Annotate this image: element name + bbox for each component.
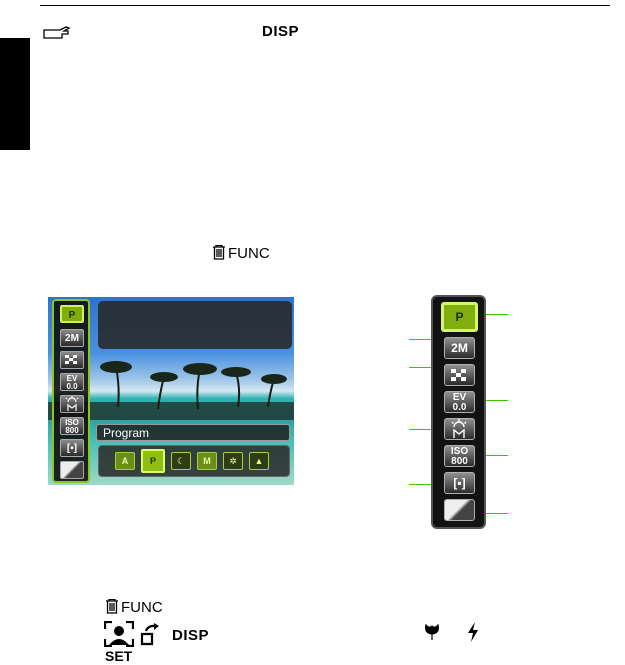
mode-program-icon[interactable]: P — [141, 449, 165, 473]
scene-mode-strip: A P ☾ M ✲ ▲ — [98, 445, 290, 477]
footer-func-label: FUNC — [121, 599, 163, 616]
mode-landscape-icon[interactable]: ▲ — [249, 452, 269, 470]
trash-icon — [213, 245, 225, 260]
callout-effect — [486, 513, 508, 514]
mode-fireworks-icon[interactable]: ✲ — [223, 452, 243, 470]
trash-icon — [106, 599, 118, 614]
func-label: FUNC — [228, 245, 270, 262]
diagram-white-balance-icon — [444, 418, 475, 440]
chapter-tab — [0, 38, 30, 150]
rotate-icon — [140, 623, 159, 646]
toolbar-metering-icon[interactable]: [▪] — [60, 439, 84, 457]
flash-icon — [468, 622, 478, 642]
footer-disp-label: DISP — [172, 627, 210, 644]
toolbar-effect-icon[interactable] — [60, 461, 84, 479]
toolbar-white-balance-icon[interactable] — [60, 395, 84, 413]
diagram-quality-icon — [444, 364, 475, 386]
macro-icon — [425, 623, 439, 640]
info-overlay — [98, 301, 292, 349]
diagram-resolution-icon: 2M — [444, 337, 475, 359]
toolbar-resolution-icon[interactable]: 2M — [60, 329, 84, 347]
mode-night-icon[interactable]: ☾ — [171, 452, 191, 470]
callout-ev — [486, 400, 508, 401]
callout-iso — [486, 455, 508, 456]
portrait-icon — [104, 621, 134, 647]
mode-auto-icon[interactable]: A — [115, 452, 135, 470]
callout-program — [486, 314, 508, 315]
header-rule — [40, 5, 610, 6]
mode-manual-icon[interactable]: M — [197, 452, 217, 470]
mode-name-label: Program — [96, 424, 290, 441]
toolbar-program-icon[interactable]: P — [60, 305, 84, 323]
disp-label: DISP — [262, 23, 300, 40]
hand-pointer-icon — [43, 26, 71, 39]
footer-set-label: SET — [105, 648, 133, 664]
palm-trees-scene — [48, 361, 294, 420]
callout-white-balance — [409, 429, 431, 430]
diagram-effect-icon — [444, 499, 475, 521]
callout-resolution — [409, 339, 431, 340]
diagram-program-icon: P — [441, 302, 478, 332]
toolbar-quality-icon[interactable] — [60, 351, 84, 369]
diagram-metering-icon: [▪] — [444, 472, 475, 494]
callout-quality — [409, 367, 431, 368]
callout-metering — [409, 484, 431, 485]
